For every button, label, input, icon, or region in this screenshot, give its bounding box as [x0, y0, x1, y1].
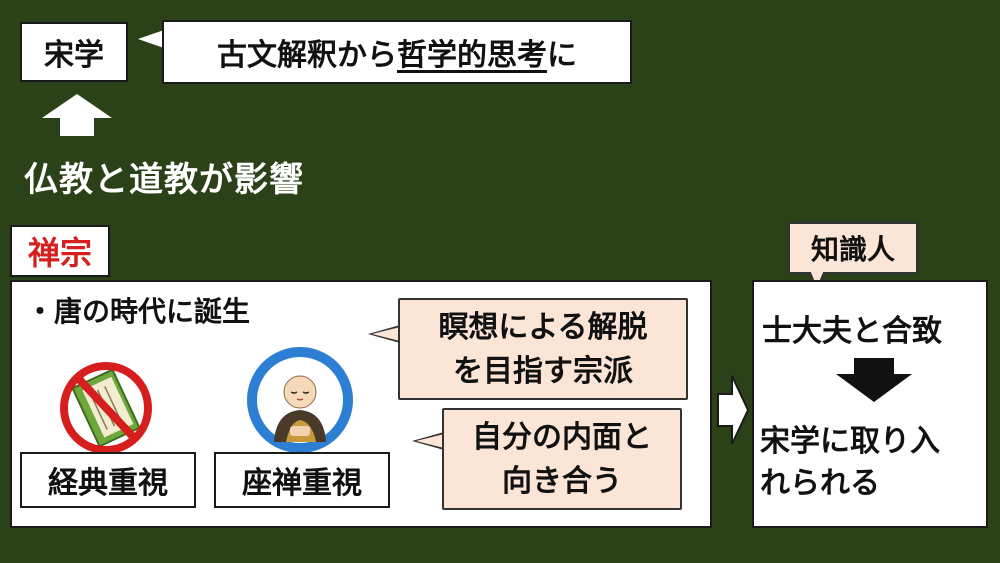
songxue-callout-underlined: 哲学的思考	[397, 38, 547, 73]
no-scripture-icon	[60, 362, 152, 454]
meditating-monk-icon	[247, 347, 353, 453]
intellectuals-line1: 士大夫と合致	[762, 314, 942, 349]
songxue-callout-suffix: に	[547, 38, 577, 73]
intellectuals-panel	[752, 280, 988, 528]
zen-tag: 禅宗	[10, 225, 110, 277]
songxue-label: 宋学	[44, 38, 104, 73]
down-arrow-icon	[836, 358, 912, 402]
songxue-box: 宋学	[20, 22, 128, 82]
right-arrow-icon	[717, 375, 750, 445]
zen-birth-text: ・唐の時代に誕生	[26, 295, 251, 328]
zazen-label: 座禅重視	[242, 466, 362, 501]
up-arrow-icon	[42, 94, 112, 136]
intellectuals-line2: 宋学に取り入	[760, 424, 940, 459]
scripture-label-box: 経典重視	[20, 452, 196, 508]
meditation-line2: を目指す宗派	[453, 354, 633, 389]
influence-text: 仏教と道教が影響	[24, 160, 304, 200]
inner-line1: 自分の内面と	[472, 420, 652, 455]
scripture-label: 経典重視	[48, 466, 168, 501]
intellectuals-line3: れられる	[760, 466, 880, 501]
inner-line2: 向き合う	[502, 464, 622, 499]
zen-tag-label: 禅宗	[27, 234, 92, 272]
zazen-label-box: 座禅重視	[214, 452, 390, 508]
songxue-callout-prefix: 古文解釈から	[217, 38, 397, 73]
meditation-line1: 瞑想による解脱	[438, 310, 648, 345]
intellectuals-tag-label: 知識人	[810, 233, 895, 266]
songxue-callout-tail	[138, 30, 164, 48]
